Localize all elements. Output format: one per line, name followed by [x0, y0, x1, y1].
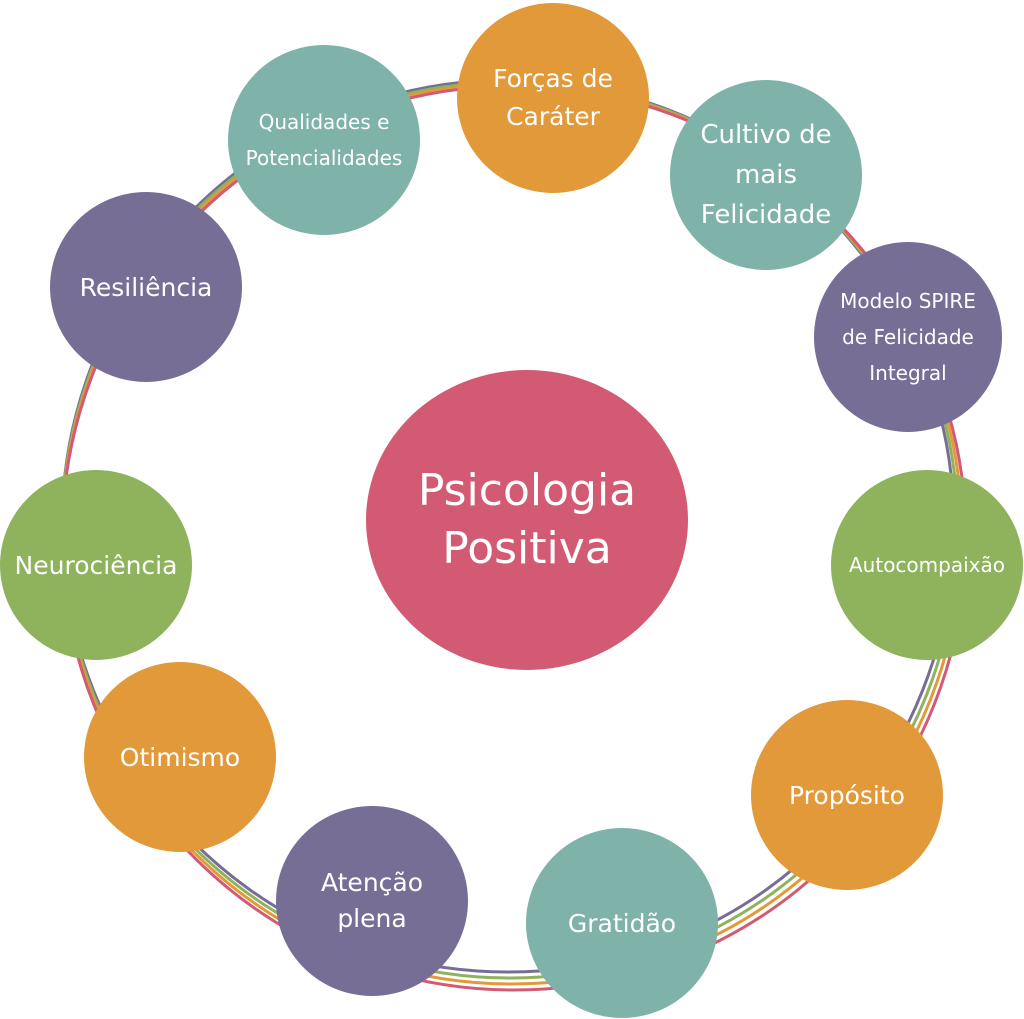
node-label: Neurociência — [14, 550, 178, 580]
node-resiliencia: Resiliência — [50, 192, 242, 382]
node-label: Forças de Caráter — [493, 64, 613, 131]
node-forcas-de-carater: Forças de Caráter — [457, 3, 649, 193]
node-label: Resiliência — [79, 272, 213, 302]
node-label: Propósito — [789, 780, 905, 810]
node-modelo-spire: Modelo SPIRE de Felicidade Integral — [814, 242, 1002, 432]
node-gratidao: Gratidão — [526, 828, 718, 1018]
center-node-psicologia-positiva: Psicologia Positiva — [366, 370, 688, 670]
node-atencao-plena: Atenção plena — [276, 806, 468, 996]
node-cultivo-de-mais-felicidade: Cultivo de mais Felicidade — [670, 80, 862, 270]
node-autocompaixao: Autocompaixão — [831, 470, 1023, 660]
node-neurociencia: Neurociência — [0, 470, 192, 660]
node-label: Atenção plena — [320, 868, 424, 933]
node-label: Otimismo — [119, 742, 241, 772]
center-label: Psicologia Positiva — [417, 465, 637, 574]
node-label: Cultivo de mais Felicidade — [700, 120, 832, 230]
node-proposito: Propósito — [751, 700, 943, 890]
node-otimismo: Otimismo — [84, 662, 276, 852]
node-label: Qualidades e Potencialidades — [245, 110, 403, 170]
node-label: Modelo SPIRE de Felicidade Integral — [840, 289, 976, 385]
node-label: Autocompaixão — [849, 553, 1005, 577]
node-qualidades-e-potencialidades: Qualidades e Potencialidades — [228, 45, 420, 235]
node-label: Gratidão — [567, 908, 677, 938]
